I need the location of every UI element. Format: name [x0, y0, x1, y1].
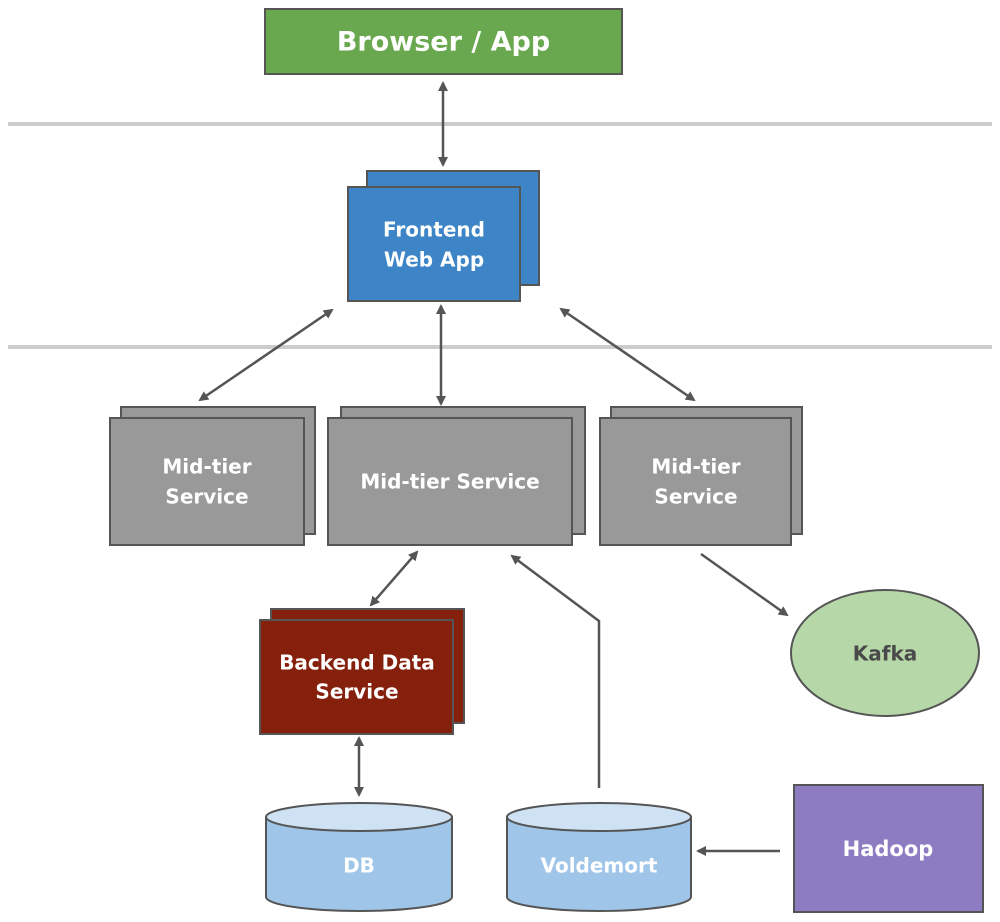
midtier-service-center-node: Mid-tier Service [327, 406, 586, 546]
midtier-service-left-node: Mid-tier Service [109, 406, 316, 546]
arrow-frontend-midtier-right [559, 307, 696, 402]
voldemort-cylinder: Voldemort [506, 802, 692, 912]
midtier-left-label-line1: Mid-tier [162, 455, 251, 479]
frontend-label-line2: Web App [384, 248, 484, 272]
voldemort-label: Voldemort [541, 854, 658, 878]
midtier-right-label-line1: Mid-tier [651, 455, 740, 479]
midtier-right-label-line2: Service [654, 485, 737, 509]
midtier-center-label: Mid-tier Service [360, 470, 539, 494]
backend-label-line2: Service [315, 680, 398, 704]
arrow-frontend-midtier-left [198, 308, 334, 402]
arrow-midtier-center-backend [369, 550, 419, 607]
hadoop-node: Hadoop [793, 784, 984, 913]
backend-data-service-node: Backend Data Service [259, 608, 465, 735]
arrow-midtier-right-kafka [700, 552, 789, 617]
backend-label-line1: Backend Data [279, 651, 435, 675]
kafka-node: Kafka [790, 589, 980, 717]
kafka-label: Kafka [853, 642, 918, 666]
db-cylinder: DB [265, 802, 453, 912]
midtier-left-label-line2: Service [165, 485, 248, 509]
frontend-web-app-node: Frontend Web App [347, 170, 540, 302]
browser-app-label: Browser / App [337, 27, 550, 58]
hadoop-label: Hadoop [843, 837, 934, 861]
browser-app-node: Browser / App [264, 8, 623, 75]
arrow-voldemort-midtier-center [510, 554, 601, 788]
midtier-service-right-node: Mid-tier Service [599, 406, 803, 546]
frontend-label-line1: Frontend [383, 218, 485, 242]
db-label: DB [343, 854, 375, 878]
